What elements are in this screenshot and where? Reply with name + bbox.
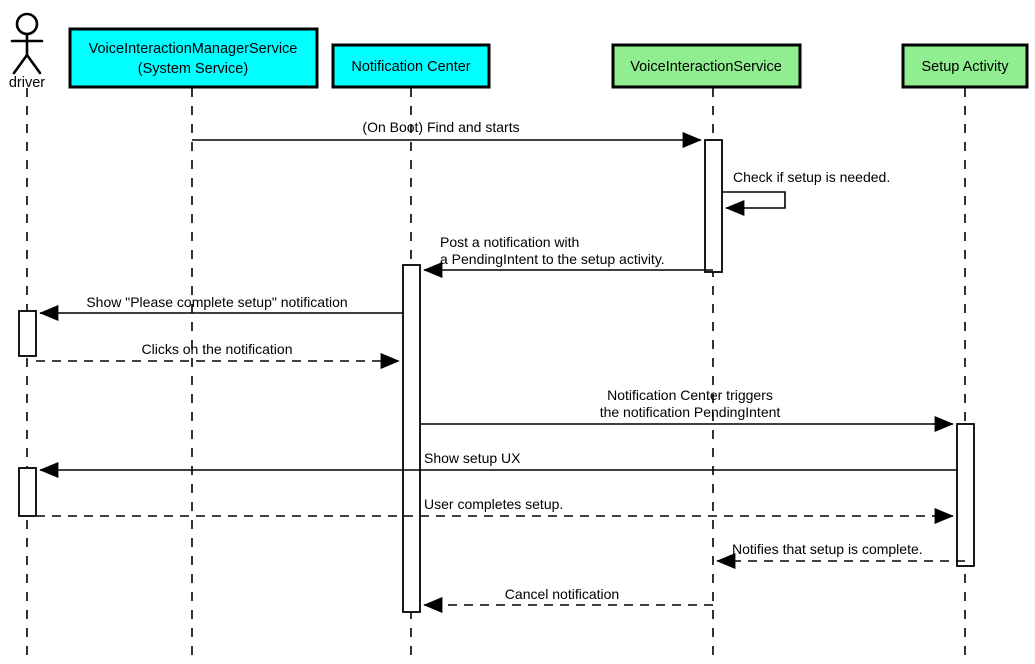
message-label-m6-line2: the notification PendingIntent xyxy=(600,404,781,420)
activation-bar-vis-1 xyxy=(704,139,723,273)
actor-leg-right-icon xyxy=(25,53,42,75)
participant-vis[interactable]: VoiceInteractionService xyxy=(611,43,802,89)
message-label-m10: Cancel notification xyxy=(505,586,619,602)
participant-box-vis[interactable] xyxy=(611,43,802,89)
message-clicks-on-the-notification[interactable]: Clicks on the notification xyxy=(36,341,400,369)
message-check-if-setup-is-needed[interactable]: Check if setup is needed. xyxy=(722,169,890,216)
participant-label-vims-line2: (System Service) xyxy=(138,61,248,77)
activation-bar-driver-1 xyxy=(18,310,37,357)
activation-bar-setup-1 xyxy=(956,423,975,567)
participant-driver[interactable]: driver xyxy=(9,12,45,91)
participant-label-driver: driver xyxy=(9,75,45,91)
message-show-setup-ux[interactable]: Show setup UX xyxy=(39,450,957,478)
message-label-m7: Show setup UX xyxy=(424,450,521,466)
message-label-m8: User completes setup. xyxy=(424,496,563,512)
message-on-boot-find-and-starts[interactable]: (On Boot) Find and starts xyxy=(192,119,702,148)
participant-setup[interactable]: Setup Activity xyxy=(901,43,1029,89)
participant-label-setup: Setup Activity xyxy=(921,59,1009,75)
participant-notifcenter[interactable]: Notification Center xyxy=(331,43,491,89)
activation-bar-notif-1 xyxy=(402,264,421,613)
participant-label-vims-line1: VoiceInteractionManagerService xyxy=(89,41,298,57)
message-label-m2: Check if setup is needed. xyxy=(733,169,890,185)
participant-box-notifcenter[interactable] xyxy=(331,43,491,89)
message-label-m3-line1: Post a notification with xyxy=(440,234,579,250)
message-self-arrow-path xyxy=(722,191,786,216)
message-label-m3-line2: a PendingIntent to the setup activity. xyxy=(440,251,665,267)
message-label-m4: Show "Please complete setup" notificatio… xyxy=(86,294,347,310)
message-cancel-notification[interactable]: Cancel notification xyxy=(423,586,713,613)
message-show-please-complete-setup-notification[interactable]: Show "Please complete setup" notificatio… xyxy=(39,294,403,321)
activation-bar-driver-2 xyxy=(18,467,37,517)
participant-vims[interactable]: VoiceInteractionManagerService (System S… xyxy=(68,27,319,89)
message-notification-center-triggers-pendingintent[interactable]: Notification Center triggers the notific… xyxy=(420,387,954,432)
activation-bars-group xyxy=(18,139,975,613)
participant-label-vis: VoiceInteractionService xyxy=(630,59,782,75)
participant-label-notifcenter: Notification Center xyxy=(351,59,470,75)
actor-head-icon xyxy=(15,12,39,36)
message-label-m9: Notifies that setup is complete. xyxy=(732,541,923,557)
message-notifies-that-setup-is-complete[interactable]: Notifies that setup is complete. xyxy=(716,541,965,569)
message-user-completes-setup[interactable]: User completes setup. xyxy=(36,496,954,524)
message-post-notification-pendingintent[interactable]: Post a notification with a PendingIntent… xyxy=(423,234,713,278)
actor-leg-left-icon xyxy=(12,53,29,75)
message-label-m6-line1: Notification Center triggers xyxy=(607,387,773,403)
participant-box-setup[interactable] xyxy=(901,43,1029,89)
participant-box-vims[interactable] xyxy=(68,27,319,89)
message-label-m5: Clicks on the notification xyxy=(142,341,293,357)
message-label-m1: (On Boot) Find and starts xyxy=(362,119,519,135)
